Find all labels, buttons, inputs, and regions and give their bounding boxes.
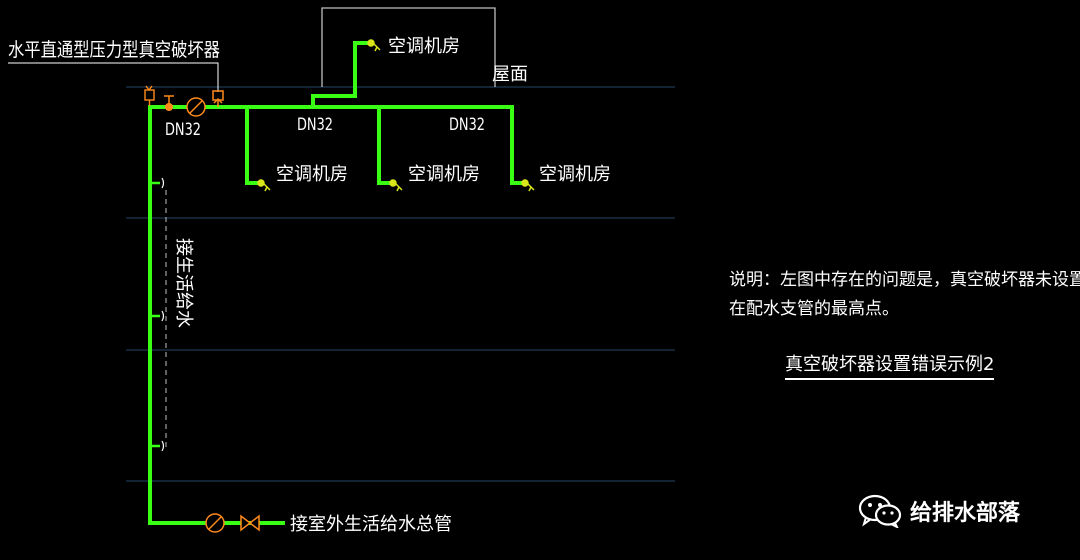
vacuum-breaker-label: 水平直通型压力型真空破坏器 bbox=[8, 39, 220, 61]
pipe-size-label-main-2: DN32 bbox=[449, 115, 485, 135]
branch-2-pipe bbox=[377, 105, 392, 185]
room-label-branch-3: 空调机房 bbox=[539, 164, 611, 185]
branch-3-pipe bbox=[510, 105, 524, 185]
example-title: 真空破坏器设置错误示例2 bbox=[785, 353, 995, 380]
room-label-branch-1: 空调机房 bbox=[276, 164, 348, 185]
vacuum-breaker-icon bbox=[212, 90, 224, 107]
inlet-devices bbox=[205, 513, 260, 533]
note-line-1: 说明：左图中存在的问题是，真空破坏器未设置 bbox=[729, 270, 1080, 290]
roof-room-outline bbox=[321, 7, 496, 87]
inlet-check-valve-icon bbox=[240, 514, 260, 532]
riser-floor-stubs bbox=[150, 181, 160, 448]
roof-valve-group bbox=[144, 85, 224, 117]
watermark: 给排水部落 bbox=[858, 494, 1020, 528]
outlet-roof-room-icon bbox=[367, 39, 381, 52]
branch-to-roof-room bbox=[311, 41, 370, 109]
riser-stub-caps bbox=[161, 177, 165, 452]
pipe-size-label-main-1: DN32 bbox=[297, 115, 333, 135]
pipe-size-label-riser: DN32 bbox=[165, 120, 201, 140]
explanation-note: 说明：左图中存在的问题是，真空破坏器未设置 在配水支管的最高点。 bbox=[729, 266, 1080, 324]
room-label-branch-2: 空调机房 bbox=[408, 164, 480, 185]
floor-lines bbox=[126, 86, 675, 482]
gate-valve-icon bbox=[164, 95, 174, 111]
stub-cap-1 bbox=[161, 177, 165, 189]
meter-icon bbox=[186, 97, 206, 117]
drawing-labels: 水平直通型压力型真空破坏器 屋面 空调机房 空调机房 空调机房 空调机房 DN3… bbox=[8, 36, 611, 535]
pipes bbox=[148, 41, 524, 525]
watermark-text: 给排水部落 bbox=[910, 501, 1021, 526]
air-valve-icon bbox=[144, 85, 155, 106]
outlet-branch-3-icon bbox=[521, 179, 535, 192]
stub-cap-2 bbox=[161, 310, 165, 322]
terminal-outlets bbox=[257, 39, 535, 192]
roof-level-label: 屋面 bbox=[492, 64, 528, 85]
outlet-branch-2-icon bbox=[389, 179, 403, 192]
stub-cap-3 bbox=[161, 440, 165, 452]
main-inlet-label: 接室外生活给水总管 bbox=[290, 514, 452, 535]
branch-1-pipe bbox=[245, 105, 260, 185]
riser-label: 接生活给水 bbox=[173, 238, 194, 328]
wechat-icon bbox=[858, 494, 902, 528]
roof-room-label: 空调机房 bbox=[388, 36, 460, 57]
inlet-meter-icon bbox=[205, 513, 225, 533]
main-riser-pipe bbox=[148, 105, 285, 525]
note-line-2: 在配水支管的最高点。 bbox=[729, 299, 899, 319]
vacuum-breaker-leader bbox=[8, 62, 219, 92]
outlet-branch-1-icon bbox=[257, 179, 271, 192]
